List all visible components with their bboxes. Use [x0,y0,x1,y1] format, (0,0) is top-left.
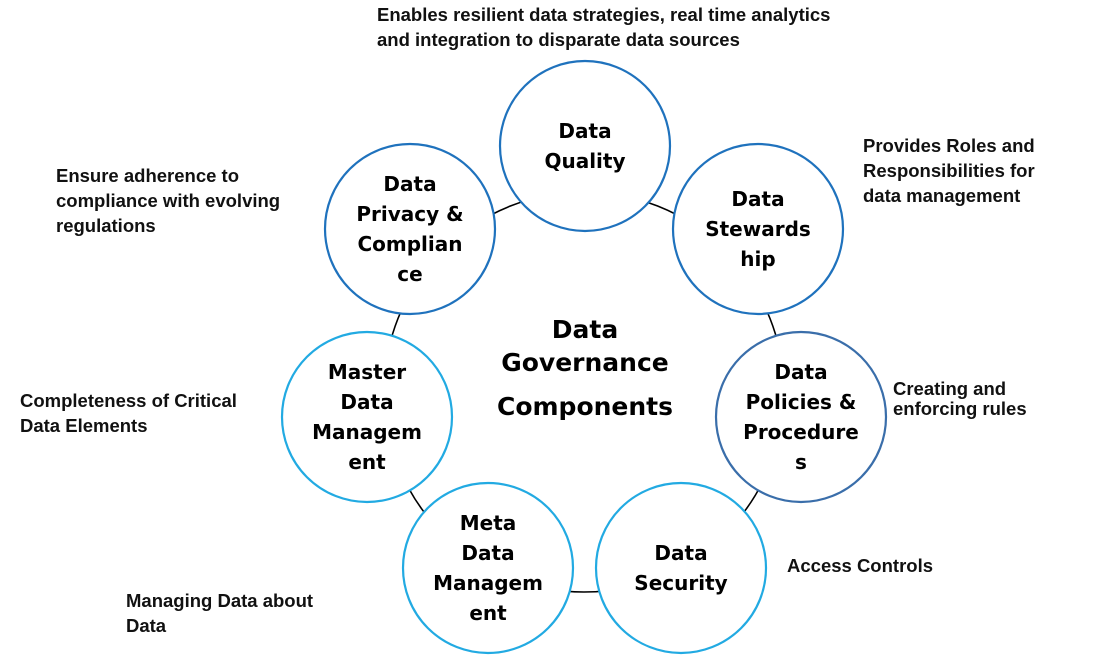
node-label-line: Data [558,119,611,143]
node-label-line: Managem [312,420,422,444]
annotation-master: Completeness of Critical Data Elements [20,390,237,436]
node-label-line: Master [328,360,406,384]
node-label-line: Quality [544,149,625,173]
node-circle [714,330,888,504]
annotation-policies: Creating and enforcing rules [893,378,1027,419]
annotation-privacy: Ensure adherence to compliance with evol… [56,165,281,236]
annotation-stewardship: Provides Roles and Responsibilities for … [863,135,1035,206]
node-label-line: Policies & [746,390,857,414]
node-label-line: Data [731,187,784,211]
node-label-line: Managem [433,571,543,595]
center-title-line: Components [497,392,673,421]
node-label-line: Privacy & [356,202,463,226]
node-circle [323,142,497,316]
annotation-metadata: Managing Data about Data [126,590,314,636]
node-label-line: ent [469,601,507,625]
node-label-line: Meta [460,511,517,535]
node-label-line: Data [383,172,436,196]
node-circle [594,481,768,655]
node-label-line: Security [634,571,727,595]
node-circle [498,59,672,233]
node-label-line: ent [348,450,386,474]
node-label-line: ce [397,262,422,286]
center-title-line: Data [552,315,618,344]
node-label-line: Complian [357,232,462,256]
node-label-line: Data [461,541,514,565]
node-label-line: s [795,450,807,474]
center-title-line: Governance [501,348,669,377]
node-label-line: Data [654,541,707,565]
annotation-security: Access Controls [787,555,933,576]
node-circle [671,142,845,316]
node-label-line: Data [774,360,827,384]
node-label-line: Stewards [705,217,811,241]
node-label-line: Procedure [743,420,859,444]
node-circle [280,330,454,504]
node-circle [401,481,575,655]
annotation-quality: Enables resilient data strategies, real … [377,4,831,50]
node-label-line: hip [740,247,775,271]
node-label-line: Data [340,390,393,414]
